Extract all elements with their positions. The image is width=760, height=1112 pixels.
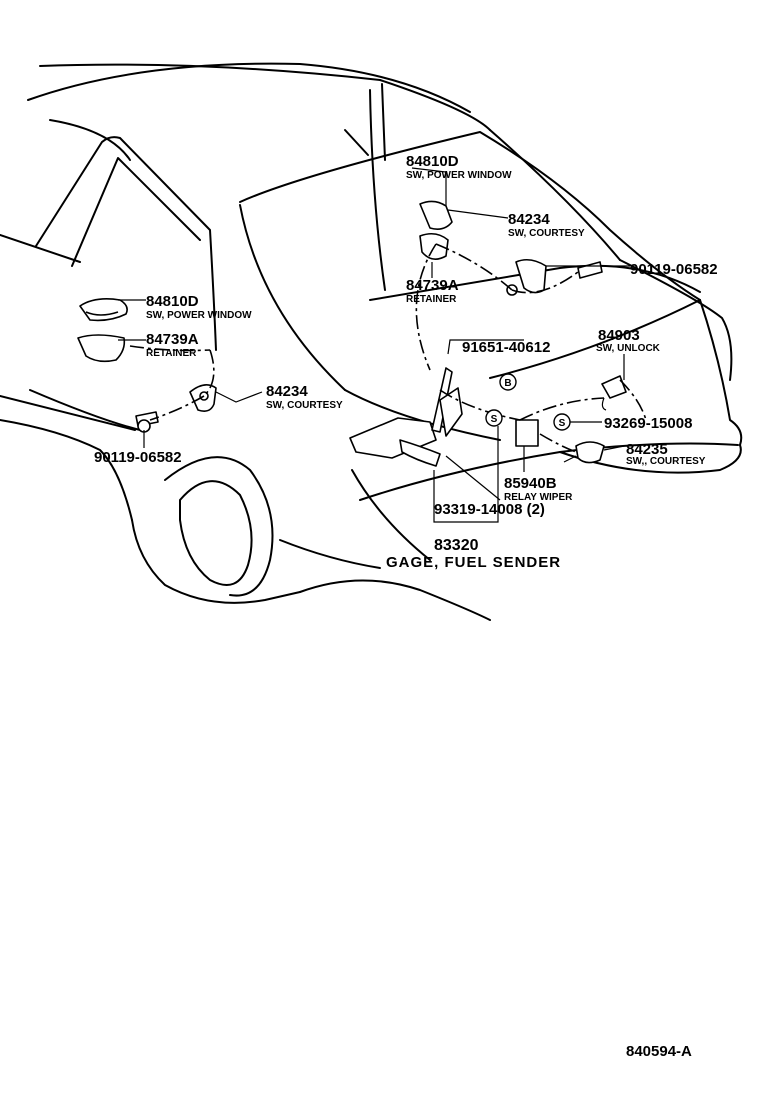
unlock-switch-shape [601, 375, 627, 399]
part-number-84739a-left: 84739A [146, 331, 199, 348]
part-number-84810d-left: 84810D [146, 293, 199, 310]
part-number-84234-left: 84234 [266, 383, 308, 400]
callouts: 84810D SW, POWER WINDOW 84234 SW, COURTE… [94, 153, 718, 571]
svg-text:S: S [491, 414, 498, 425]
badge-b: B [499, 373, 517, 391]
part-desc-retainer-right: RETAINER [406, 294, 457, 305]
part-number-84903: 84903 [598, 327, 640, 344]
part-number-90119-left: 90119-06582 [94, 449, 182, 466]
part-desc-power-window-left: SW, POWER WINDOW [146, 310, 252, 321]
drawing-id: 840594-A [626, 1043, 692, 1060]
part-desc-unlock: SW, UNLOCK [596, 343, 661, 354]
part-number-93269: 93269-15008 [604, 415, 692, 432]
part-number-90119-right: 90119-06582 [630, 261, 718, 278]
part-number-85940b: 85940B [504, 475, 557, 492]
part-number-91651: 91651-40612 [462, 339, 550, 356]
part-desc-courtesy-left: SW, COURTESY [266, 400, 343, 411]
part-desc-relay-wiper: RELAY WIPER [504, 492, 573, 503]
part-desc-courtesy-right: SW, COURTESY [508, 228, 585, 239]
part-number-83320: 83320 [434, 537, 479, 554]
part-number-93319: 93319-14008 (2) [434, 501, 545, 518]
part-number-84234-right: 84234 [508, 211, 550, 228]
part-desc-courtesy-trunk: SW,, COURTESY [626, 456, 706, 467]
part-number-84235: 84235 [626, 441, 668, 458]
power-window-switch-left-shape [79, 298, 128, 322]
svg-text:S: S [559, 418, 566, 429]
part-desc-retainer-left: RETAINER [146, 348, 197, 359]
badge-s-right: S [553, 413, 571, 431]
power-window-switch-right-shape [419, 200, 453, 230]
courtesy-switch-right-shape [515, 258, 547, 294]
parts-shapes [77, 200, 627, 467]
part-desc-fuel-sender: GAGE, FUEL SENDER [386, 554, 561, 571]
bolt-right-shape [577, 261, 603, 279]
car-body-outline [0, 62, 743, 621]
retainer-left-shape [77, 334, 126, 363]
svg-text:B: B [504, 378, 511, 389]
part-number-84739a-right: 84739A [406, 277, 459, 294]
wiring-harness [129, 243, 647, 453]
part-desc-power-window-right: SW, POWER WINDOW [406, 170, 512, 181]
relay-wiper-shape [515, 419, 539, 447]
badge-s-left: S [485, 409, 503, 427]
part-number-84810d-right: 84810D [406, 153, 459, 170]
courtesy-switch-trunk-shape [575, 441, 605, 464]
leader-lines [118, 167, 630, 523]
